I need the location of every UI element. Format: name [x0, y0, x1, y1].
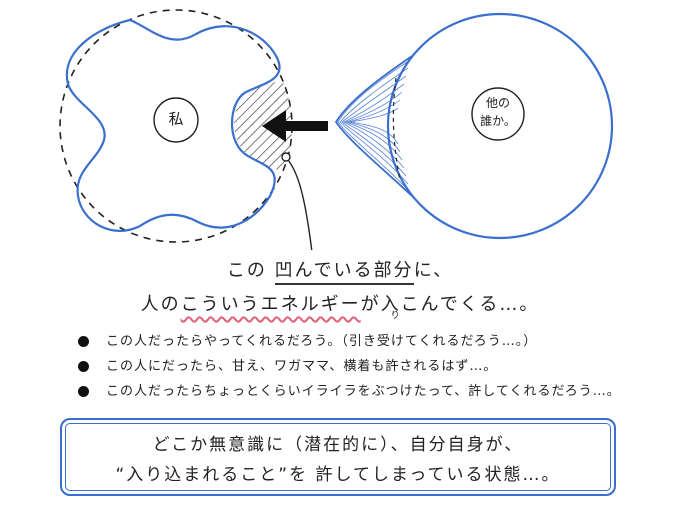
bullet-list: この人だったらやってくれるだろう。（引き受けてくれるだろう…。） この人にだった…: [78, 332, 658, 407]
arrow-left-icon: [262, 110, 328, 142]
cone-base-dashed: [392, 77, 401, 181]
bullet-text: この人だったらやってくれるだろう。（引き受けてくれるだろう…。）: [106, 334, 538, 349]
bullet-dot-icon: [78, 361, 89, 372]
list-item: この人にだったら、甘え、ワガママ、横着も許されるはず…。: [78, 357, 658, 382]
headline-line2: 人のこういうエネルギーが入りこんでくる…。: [0, 290, 680, 321]
bullet-text: この人だったらちょっとくらいイライラをぶつけたって、許してくれるだろう…。: [106, 384, 621, 399]
headline-line2-ruby-wrap: が入り: [360, 290, 401, 321]
other-label-circle: [471, 87, 525, 141]
other-circle: [386, 12, 614, 240]
headline-line2-pre: 人の: [140, 294, 181, 315]
headline-line1-pre: この: [226, 260, 267, 281]
headline-line2-post: こんでくる…。: [400, 294, 540, 315]
list-item: この人だったらちょっとくらいイライラをぶつけたって、許してくれるだろう…。: [78, 382, 658, 407]
bullet-dot-icon: [78, 386, 89, 397]
self-shape: [65, 18, 281, 232]
headline-line2-key: こういうエネルギー: [180, 294, 361, 315]
other-label-line1: 他の: [485, 96, 510, 110]
summary-line2: “入り込まれること”を 許してしまっている状態…。: [115, 465, 561, 485]
cone-outline: [334, 55, 413, 197]
headline-line1-post: に、: [413, 260, 454, 281]
headline-line2-mid: が入: [360, 294, 401, 315]
self-label-circle: [153, 97, 199, 143]
list-item: この人だったらやってくれるだろう。（引き受けてくれるだろう…。）: [78, 332, 658, 357]
headline-line1: この 凹んでいる部分に、: [0, 256, 680, 285]
bullet-text: この人にだったら、甘え、ワガママ、横着も許されるはず…。: [106, 359, 498, 374]
other-label-line2: 誰か。: [480, 114, 516, 128]
headline-line2-ruby: り: [390, 311, 400, 321]
summary-line1: どこか無意識に（潜在的に）、自分自身が、: [152, 435, 524, 455]
other-label: 他の 誰か。: [472, 94, 524, 130]
energy-cone: [337, 59, 411, 193]
bullet-dot-icon: [78, 336, 89, 347]
self-label: 私: [168, 110, 184, 128]
concept-diagram: [59, 9, 614, 250]
summary-box: どこか無意識に（潜在的に）、自分自身が、 “入り込まれること”を 許してしまって…: [60, 418, 616, 496]
headline-line1-key: 凹んでいる部分: [274, 256, 414, 285]
pointer-dot: [281, 152, 291, 162]
pointer-line: [287, 159, 313, 250]
